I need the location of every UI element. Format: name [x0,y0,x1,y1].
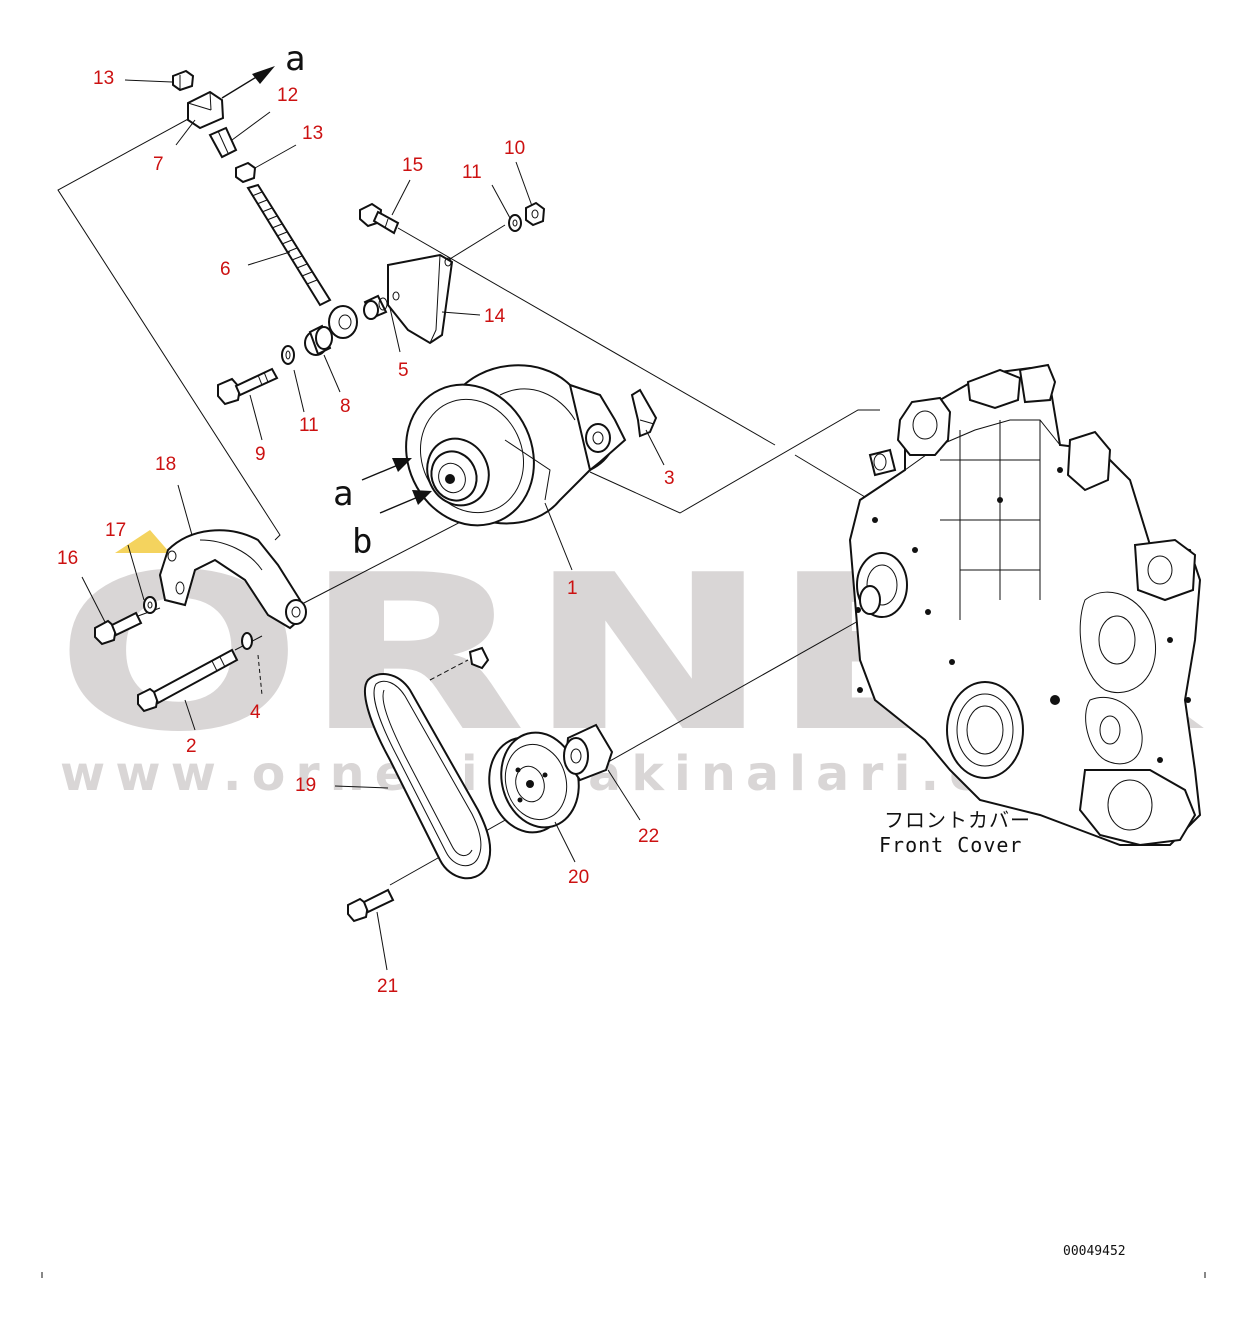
arrow-a-alt [361,458,412,481]
callout-2: 2 [186,736,197,757]
washer-4 [241,632,253,650]
callout-11-left: 11 [299,415,319,436]
callout-3: 3 [664,468,675,489]
bolt-16 [94,611,143,646]
bolt-21 [347,888,395,923]
callout-14: 14 [484,306,506,327]
callout-12: 12 [277,85,298,106]
ref-letter-a: a [333,474,353,514]
reference-letters: a a b [285,39,372,562]
callout-10: 10 [504,138,525,159]
callout-1: 1 [567,578,578,599]
callout-17: 17 [105,520,126,541]
callout-15: 15 [402,155,423,176]
callout-16: 16 [57,548,78,569]
front-cover-label-en: Front Cover [879,833,1022,857]
bracket-14 [387,253,454,345]
nut-13-top [172,69,195,92]
block-7 [187,90,225,130]
line-11-14 [444,224,506,263]
arrow-b-alt [379,490,432,514]
leader-lines [81,79,665,971]
callout-labels: 13 7 12 13 6 9 11 8 5 14 15 11 10 3 1 18… [57,68,675,997]
callout-18: 18 [155,454,176,475]
sleeve-12 [208,126,238,159]
bolt-2 [137,648,239,713]
drawing-number: 00049452 [1063,1244,1126,1259]
line-15-to-cover [397,227,776,446]
vbelt-19 [364,673,492,880]
callout-20: 20 [568,867,589,888]
clip-3 [630,388,658,438]
washer-11-right [508,214,522,232]
line-alt-to-cover [589,409,880,514]
bolt-9 [217,367,279,406]
adjusting-rod-6 [246,183,358,339]
washer-17 [143,596,157,614]
callout-7: 7 [153,154,164,175]
bracket-18 [158,529,307,630]
callout-11-right: 11 [462,162,482,183]
washer-11-left [281,345,295,365]
pulley-20 [488,731,580,834]
spacer-5 [363,294,388,320]
collar-8 [304,324,333,356]
callout-13-top: 13 [93,68,114,89]
callout-21: 21 [377,976,398,997]
nut-10 [525,201,546,227]
arrow-a-top [221,66,275,99]
front-cover [848,363,1202,847]
corner-marks [41,1272,1206,1278]
washer-small [429,646,490,681]
line-cover-boss [794,454,871,501]
front-cover-label: フロントカバー Front Cover [879,808,1031,857]
callout-9: 9 [255,444,266,465]
callout-5: 5 [398,360,409,381]
ref-letter-a-top: a [285,39,305,79]
callout-6: 6 [220,259,231,280]
callout-22: 22 [638,826,659,847]
callout-19: 19 [295,775,316,796]
alternator-1 [405,364,627,527]
callout-8: 8 [340,396,351,417]
nut-13-mid [235,161,257,184]
line-7-to-18 [57,117,281,541]
hub-22 [563,723,614,782]
front-cover-label-jp: フロントカバー [884,808,1031,832]
bolt-15 [359,202,400,235]
ref-letter-b: b [352,522,372,562]
callout-13-mid: 13 [302,123,323,144]
callout-4: 4 [250,702,261,723]
